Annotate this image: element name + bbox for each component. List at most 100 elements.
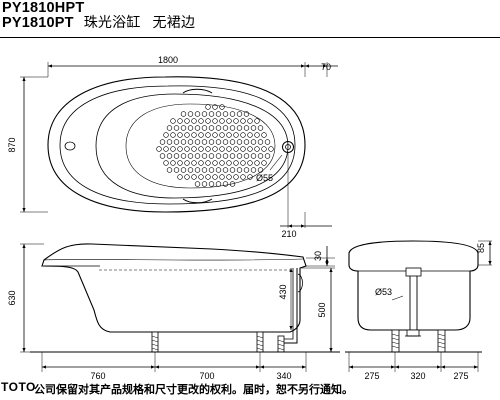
plan-dot [187,139,194,145]
plan-dot [205,146,211,152]
end-outline [348,240,479,331]
plan-dot [254,132,260,138]
plan-dot [219,174,225,180]
plan-dot [208,181,215,187]
plan-dot [184,132,190,138]
plan-dot [257,167,264,173]
plan-dot [243,125,250,131]
dimension-arrowhead [155,365,159,369]
plan-dot [205,118,211,124]
plan-dot [170,160,176,166]
dimension-arrowhead [349,365,353,369]
plan-dot [264,139,271,145]
dimension-arrowhead [289,326,293,330]
plan-dot [254,118,260,124]
plan-dot [261,146,267,152]
plan-overflow [64,141,76,151]
footer: TOTO 公司保留对其产品规格和尺寸更改的权利。届时，恕不另行通知。 [0,379,500,397]
plan-dot [212,174,218,180]
model-number-pt: PY1810PT [2,15,74,31]
plan-dot [219,146,225,152]
plan-dot [236,153,243,159]
plan-dot [233,160,239,166]
plan-dot [243,111,250,117]
dimension-arrowhead [329,348,333,352]
plan-dot [166,167,173,173]
plan-dot-pattern [156,104,274,187]
dimension-arrowhead [437,365,441,369]
dimension-arrowhead [289,268,293,272]
plan-dot [212,104,218,110]
plan-dot [201,111,208,117]
plan-dot [219,132,225,138]
dimension-arrowhead [256,365,260,369]
plan-dot [247,160,253,166]
dimension-arrowhead [474,365,478,369]
plan-dot [236,139,243,145]
brand-logo-text: TOTO [1,380,36,394]
plan-dot [219,118,225,124]
plan-dot [166,153,173,159]
plan-dot [229,167,236,173]
plan-dot [215,167,222,173]
plan-dot [247,146,253,152]
plan-dot [166,125,173,131]
dim-tap-height: 430 [278,284,288,299]
dim-side-left: 275 [364,371,379,381]
dimension-arrowhead [22,208,26,212]
plan-dot [250,167,257,173]
plan-dot [261,132,267,138]
plan-dot [170,118,176,124]
dimension-arrowhead [151,365,155,369]
plan-dot [180,167,187,173]
header-rule [0,37,500,38]
plan-dot [201,153,208,159]
side-outline [41,243,307,333]
dimension-arrowhead [302,365,306,369]
plan-dot [177,174,183,180]
plan-dot [180,125,187,131]
plan-dot [254,146,260,152]
dim-foot-front: 760 [90,371,105,381]
plan-dot [177,160,183,166]
plan-dot [212,132,218,138]
plan-dot [180,139,187,145]
dim-total-height: 500 [317,302,327,317]
plan-dot [173,125,180,131]
dim-pipe-diameter: Ø53 [375,287,392,297]
plan-dot [233,132,239,138]
plan-dot [222,125,229,131]
plan-dot [250,139,257,145]
plan-dot [236,167,243,173]
plan-dot [159,153,166,159]
plan-dot [240,160,246,166]
plan-dot [226,160,232,166]
dimension-arrowhead [288,224,292,228]
dimension-arrows [22,64,492,369]
side-view [20,243,340,372]
plan-dot [212,160,218,166]
dim-drain-diameter: Ø55 [256,173,273,183]
plan-dot [187,167,194,173]
plan-dot [208,111,215,117]
plan-dot [215,125,222,131]
plan-dot [201,125,208,131]
plan-dot [201,139,208,145]
model-number-hpt: PY1810HPT [2,0,85,16]
product-variant: 无裙边 [152,15,196,31]
plan-armrest-bottom [182,198,213,204]
plan-dot [215,111,222,117]
dim-side-right: 275 [453,371,468,381]
dim-width: 870 [7,137,17,152]
dimension-arrowhead [301,64,305,68]
dim-drain-offset: 210 [281,229,296,239]
plan-dot [177,146,183,152]
plan-view [20,62,338,228]
plan-dot [173,139,180,145]
plan-basin [95,93,289,199]
plan-dot [177,132,183,138]
plan-dot [243,167,250,173]
plan-dot [198,146,204,152]
plan-dot [268,146,274,152]
plan-outer-rim [47,76,306,213]
